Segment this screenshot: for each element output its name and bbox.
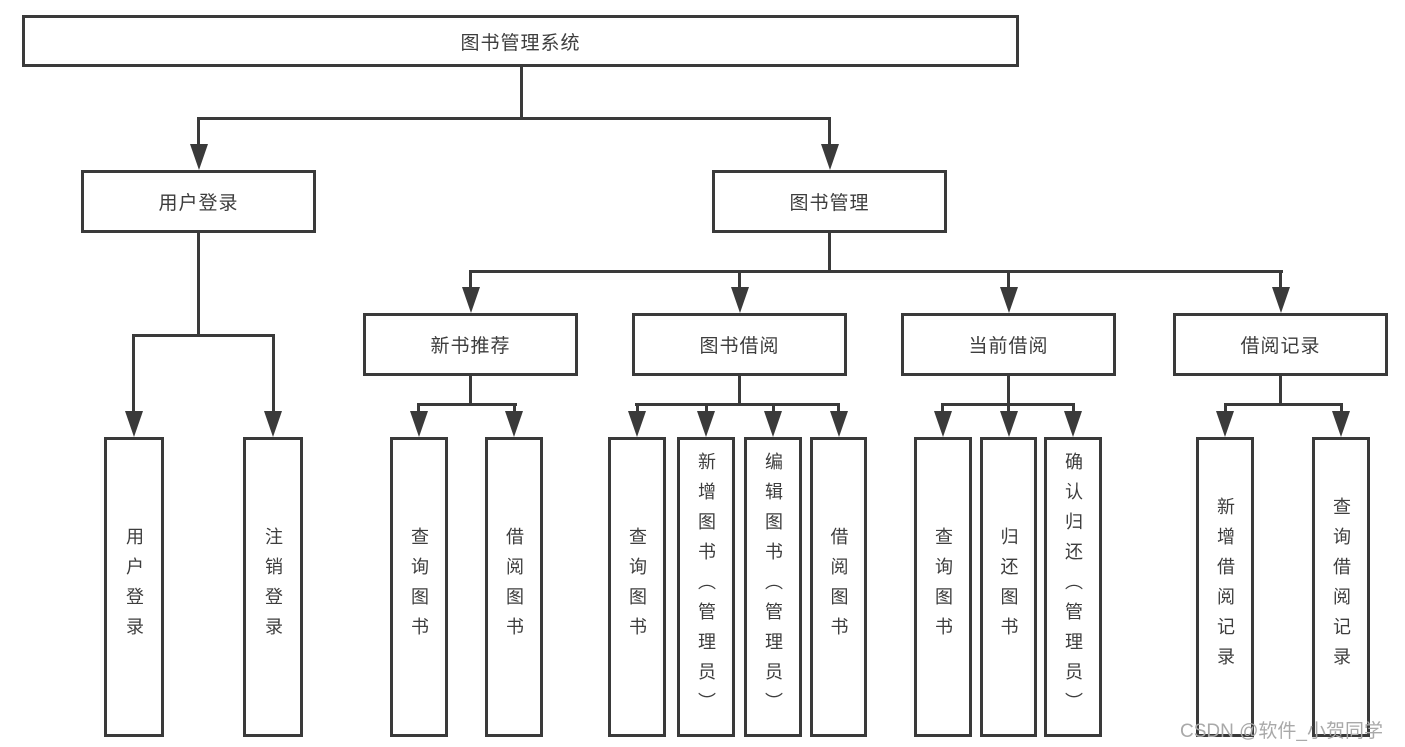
arrowhead-icon bbox=[764, 411, 782, 437]
connector-line bbox=[941, 406, 944, 412]
node-label: 借阅记录 bbox=[1240, 336, 1321, 357]
leaf-label: 借阅图书 bbox=[828, 527, 849, 647]
connector-line bbox=[469, 376, 472, 405]
connector-line bbox=[1224, 403, 1343, 406]
node-user-login: 用户登录 bbox=[81, 170, 316, 233]
node-new-book-recommend: 新书推荐 bbox=[363, 313, 578, 376]
node-book-borrowing: 图书借阅 bbox=[632, 313, 847, 376]
node-current-borrowing: 当前借阅 bbox=[901, 313, 1116, 376]
connector-line bbox=[738, 273, 741, 289]
leaf-label: 借阅图书 bbox=[504, 527, 524, 647]
connector-line bbox=[636, 406, 639, 412]
arrowhead-icon bbox=[1216, 411, 1234, 437]
arrowhead-icon bbox=[628, 411, 646, 437]
leaf-label: 确认归还（管理员） bbox=[1063, 452, 1083, 722]
arrowhead-icon bbox=[410, 411, 428, 437]
leaf-add-borrow-record: 新增借阅记录 bbox=[1196, 437, 1254, 737]
connector-line bbox=[1340, 406, 1343, 412]
node-book-management: 图书管理 bbox=[712, 170, 947, 233]
leaf-query-borrow-record: 查询借阅记录 bbox=[1312, 437, 1370, 737]
node-label: 图书管理 bbox=[789, 193, 870, 214]
arrowhead-icon bbox=[125, 411, 143, 437]
leaf-label: 查询图书 bbox=[933, 527, 953, 647]
leaf-label: 注销登录 bbox=[263, 527, 283, 647]
leaf-label: 用户登录 bbox=[124, 527, 144, 647]
connector-line bbox=[469, 273, 472, 289]
connector-line bbox=[772, 406, 775, 412]
arrowhead-icon bbox=[1332, 411, 1350, 437]
arrowhead-icon bbox=[1272, 287, 1290, 313]
node-label: 图书借阅 bbox=[699, 336, 780, 357]
leaf-label: 查询图书 bbox=[409, 527, 429, 647]
arrowhead-icon bbox=[190, 144, 208, 170]
connector-line bbox=[272, 337, 275, 412]
leaf-confirm-return-admin: 确认归还（管理员） bbox=[1044, 437, 1102, 737]
arrowhead-icon bbox=[1000, 411, 1018, 437]
connector-line bbox=[1007, 376, 1010, 405]
connector-line bbox=[828, 233, 831, 273]
connector-line bbox=[1279, 376, 1282, 405]
node-label: 用户登录 bbox=[158, 193, 239, 214]
connector-line bbox=[828, 120, 831, 146]
leaf-label: 查询图书 bbox=[627, 527, 647, 647]
leaf-edit-books-admin: 编辑图书（管理员） bbox=[744, 437, 802, 737]
node-library-system: 图书管理系统 bbox=[22, 15, 1019, 67]
connector-line bbox=[469, 270, 1283, 273]
csdn-watermark: CSDN @软件_小贺同学 bbox=[1180, 721, 1383, 742]
connector-line bbox=[635, 403, 840, 406]
leaf-borrow-books: 借阅图书 bbox=[810, 437, 867, 737]
leaf-logout: 注销登录 bbox=[243, 437, 303, 737]
leaf-add-books-admin: 新增图书（管理员） bbox=[677, 437, 735, 737]
arrowhead-icon bbox=[830, 411, 848, 437]
arrowhead-icon bbox=[505, 411, 523, 437]
connector-line bbox=[1279, 273, 1282, 289]
node-borrow-records: 借阅记录 bbox=[1173, 313, 1388, 376]
leaf-label: 归还图书 bbox=[998, 527, 1019, 647]
arrowhead-icon bbox=[1064, 411, 1082, 437]
connector-line bbox=[1072, 406, 1075, 412]
connector-line bbox=[941, 403, 1075, 406]
leaf-user-login: 用户登录 bbox=[104, 437, 164, 737]
arrowhead-icon bbox=[934, 411, 952, 437]
leaf-label: 查询借阅记录 bbox=[1331, 497, 1351, 677]
leaf-query-books-recommend: 查询图书 bbox=[390, 437, 448, 737]
connector-line bbox=[1007, 406, 1010, 412]
arrowhead-icon bbox=[462, 287, 480, 313]
connector-line bbox=[1007, 273, 1010, 289]
arrowhead-icon bbox=[1000, 287, 1018, 313]
connector-line bbox=[738, 376, 741, 405]
connector-line bbox=[197, 120, 200, 146]
arrowhead-icon bbox=[264, 411, 282, 437]
leaf-borrow-books-recommend: 借阅图书 bbox=[485, 437, 543, 737]
leaf-label: 新增图书（管理员） bbox=[696, 452, 716, 722]
arrowhead-icon bbox=[731, 287, 749, 313]
leaf-query-books-borrowing: 查询图书 bbox=[608, 437, 666, 737]
node-label: 当前借阅 bbox=[968, 336, 1049, 357]
connector-line bbox=[705, 406, 708, 412]
leaf-label: 编辑图书（管理员） bbox=[763, 452, 783, 722]
connector-line bbox=[197, 233, 200, 337]
node-label: 新书推荐 bbox=[430, 336, 511, 357]
arrowhead-icon bbox=[821, 144, 839, 170]
connector-line bbox=[132, 334, 275, 337]
node-label: 图书管理系统 bbox=[460, 32, 581, 54]
leaf-query-books-current: 查询图书 bbox=[914, 437, 972, 737]
connector-line bbox=[520, 67, 523, 120]
connector-line bbox=[197, 117, 831, 120]
connector-line bbox=[417, 406, 420, 412]
connector-line bbox=[132, 337, 135, 412]
leaf-return-books: 归还图书 bbox=[980, 437, 1037, 737]
connector-line bbox=[417, 403, 517, 406]
connector-line bbox=[837, 406, 840, 412]
connector-line bbox=[1224, 406, 1227, 412]
connector-line bbox=[513, 406, 516, 412]
leaf-label: 新增借阅记录 bbox=[1215, 497, 1235, 677]
arrowhead-icon bbox=[697, 411, 715, 437]
